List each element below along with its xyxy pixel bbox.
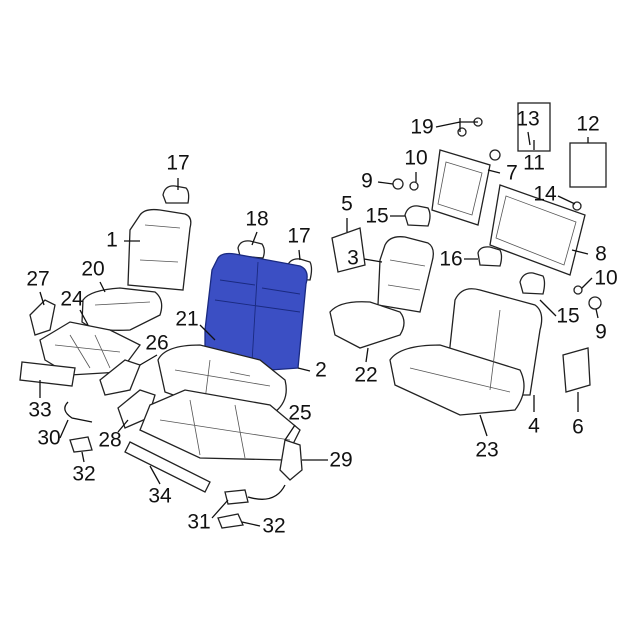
part-33-trim-left[interactable] [19,361,76,387]
part-16-headrest-b[interactable] [477,246,503,267]
part-18-armrest[interactable] [237,240,265,259]
part-34-trim-center[interactable] [124,441,211,493]
callout-32-center[interactable]: 32 [262,515,285,538]
part-24-frame-left[interactable] [39,321,141,376]
part-3-seat-back-right[interactable] [377,236,434,313]
callout-21[interactable]: 21 [175,308,198,331]
part-17-headrest-left[interactable] [162,185,190,204]
callout-1[interactable]: 1 [106,229,118,252]
callout-19[interactable]: 19 [410,116,433,139]
callout-16[interactable]: 16 [439,248,462,271]
leader-lines [39,118,599,527]
part-31-latch[interactable] [224,484,286,505]
part-12-box[interactable] [569,142,607,188]
part-7-frame-left[interactable] [431,149,491,226]
callout-31[interactable]: 31 [187,511,210,534]
callout-24[interactable]: 24 [60,288,84,311]
callout-27[interactable]: 27 [26,268,49,291]
callout-10-right[interactable]: 10 [594,267,617,290]
part-15-headrest-a[interactable] [404,205,431,227]
part-1-seat-back-left[interactable] [127,208,192,291]
callout-26[interactable]: 26 [145,332,168,355]
callout-9-right[interactable]: 9 [595,321,607,344]
part-22-seat-cushion-right[interactable] [329,301,405,349]
callout-23[interactable]: 23 [475,439,498,462]
callout-7[interactable]: 7 [506,162,518,185]
part-2-seat-back-highlighted[interactable] [204,252,308,371]
part-8-frame-right[interactable] [489,184,586,276]
part-32-clip-center[interactable] [217,513,244,529]
callout-33[interactable]: 33 [28,399,51,422]
part-20-seat-cushion-left[interactable] [81,287,163,331]
callout-17-center[interactable]: 17 [287,225,310,248]
part-15-headrest-c[interactable] [519,272,546,295]
part-23-seat-right[interactable] [389,288,543,416]
callout-labels: 17 1 20 27 24 33 30 32 18 17 21 2 26 28 … [26,108,617,538]
part-6-panel[interactable] [562,347,591,393]
callout-18[interactable]: 18 [245,208,268,231]
callout-14[interactable]: 14 [533,183,557,206]
callout-4[interactable]: 4 [528,415,540,438]
callout-6[interactable]: 6 [572,416,584,439]
callout-9[interactable]: 9 [361,170,373,193]
callout-34[interactable]: 34 [148,485,172,508]
callout-3[interactable]: 3 [347,247,359,270]
callout-15-right[interactable]: 15 [556,305,579,328]
callout-29[interactable]: 29 [329,449,352,472]
part-29-bracket[interactable] [279,439,303,481]
part-26-bracket[interactable] [99,359,141,396]
part-30-wire[interactable] [64,401,93,423]
callout-12[interactable]: 12 [576,113,599,136]
callout-32[interactable]: 32 [72,463,95,486]
part-5-panel[interactable] [331,227,366,273]
callout-20[interactable]: 20 [81,258,104,281]
callout-8[interactable]: 8 [595,243,607,266]
callout-15[interactable]: 15 [365,205,388,228]
part-27-bracket[interactable] [29,299,56,336]
callout-5[interactable]: 5 [341,193,353,216]
callout-25[interactable]: 25 [288,402,311,425]
fasteners [392,117,602,310]
callout-13[interactable]: 13 [516,108,539,131]
callout-17[interactable]: 17 [166,152,189,175]
callout-28[interactable]: 28 [98,429,121,452]
callout-11[interactable]: 11 [523,152,545,175]
part-32-clip-left[interactable] [69,436,93,453]
callout-2[interactable]: 2 [315,359,327,382]
callout-22[interactable]: 22 [354,364,377,387]
callout-10[interactable]: 10 [404,147,427,170]
callout-30[interactable]: 30 [37,427,60,450]
